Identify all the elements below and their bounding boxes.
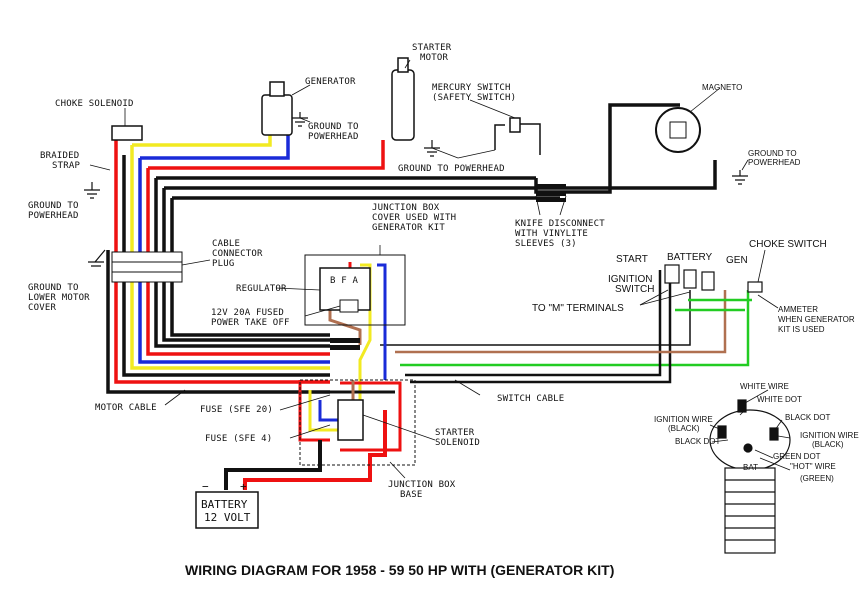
regulator-terminals-label: B F A: [330, 276, 358, 286]
fuse-20-label: FUSE (SFE 20): [200, 405, 273, 415]
knife-disconnect-sleeves: [330, 184, 566, 350]
switch-cable-label: SWITCH CABLE: [497, 394, 564, 404]
ground-powerhead-right-1: GROUND TO: [748, 149, 797, 158]
ignition-wire-black-label-2: (BLACK): [668, 424, 700, 433]
leader-lines: [89, 59, 791, 479]
cable-connector-label-3: PLUG: [212, 259, 234, 269]
generator: [261, 81, 293, 136]
ignition-switch-cluster: [664, 264, 763, 293]
ignition-wire-right-label-1: IGNITION WIRE: [800, 431, 859, 440]
white-wire-label: WHITE WIRE: [740, 382, 789, 391]
junction-cover-label-1: JUNCTION BOX: [372, 203, 440, 213]
ground-powerhead-gen-1: GROUND TO: [308, 122, 359, 132]
knife-disconnect-label-3: SLEEVES (3): [515, 239, 577, 249]
fused-takeoff-label-2: POWER TAKE OFF: [211, 318, 290, 328]
ground-lower-motor-2: LOWER MOTOR: [28, 293, 90, 303]
ammeter-label-3: KIT IS USED: [778, 325, 825, 334]
junction-cover-label-3: GENERATOR KIT: [372, 223, 445, 233]
mercury-switch-label-2: (SAFETY SWITCH): [432, 93, 516, 103]
hot-wire-label-1: "HOT" WIRE: [790, 462, 836, 471]
battery-label-2: 12 VOLT: [204, 511, 251, 524]
start-label: START: [616, 254, 648, 265]
hot-wire-label-2: (GREEN): [800, 474, 834, 483]
magneto: [655, 107, 701, 153]
upper-wire-runs: [114, 103, 717, 200]
choke-solenoid-label: CHOKE SOLENOID: [55, 99, 134, 109]
junction-base-label-2: BASE: [400, 490, 422, 500]
ignition-wire-black-label-1: IGNITION WIRE: [654, 415, 713, 424]
knife-disconnect-label-2: WITH VINYLITE: [515, 229, 588, 239]
white-dot-label: WHITE DOT: [757, 395, 802, 404]
braided-strap-label-1: BRAIDED: [40, 151, 79, 161]
starter-motor: [391, 57, 415, 141]
starter-solenoid-label-2: SOLENOID: [435, 438, 480, 448]
ground-powerhead-right-2: POWERHEAD: [748, 158, 801, 167]
green-dot-label: GREEN DOT: [773, 452, 821, 461]
junction-cover-label-2: COVER USED WITH: [372, 213, 456, 223]
battery-top-label: BATTERY: [667, 252, 713, 263]
starter-solenoid-body: [337, 399, 364, 441]
ignition-wire-right-label-2: (BLACK): [812, 440, 844, 449]
fuse-4-label: FUSE (SFE 4): [205, 434, 272, 444]
mercury-switch-label-1: MERCURY SWITCH: [432, 83, 511, 93]
ground-lower-motor-1: GROUND TO: [28, 283, 79, 293]
junction-base-label-1: JUNCTION BOX: [388, 480, 456, 490]
starter-solenoid-label-1: STARTER: [435, 428, 475, 438]
ignition-switch-label-2: SWITCH: [615, 284, 654, 295]
mercury-switch: [494, 117, 541, 155]
ground-powerhead-left-1: GROUND TO: [28, 201, 79, 211]
labels: CHOKE SOLENOID BRAIDED STRAP GROUND TO P…: [28, 43, 859, 578]
braided-strap-label-2: STRAP: [52, 161, 80, 171]
black-dot-label-2: BLACK DOT: [675, 437, 720, 446]
battery-minus-sign: −: [202, 480, 209, 493]
junction-box-cover: [304, 254, 406, 326]
junction-box-base: [299, 379, 416, 466]
regulator-label: REGULATOR: [236, 284, 287, 294]
starter-motor-label-2: MOTOR: [420, 53, 448, 63]
ground-powerhead-gen-2: POWERHEAD: [308, 132, 359, 142]
fused-takeoff-label-1: 12V 20A FUSED: [211, 308, 284, 318]
cable-connector-label-2: CONNECTOR: [212, 249, 263, 259]
starter-motor-label-1: STARTER: [412, 43, 452, 53]
bat-label: BAT: [743, 463, 758, 472]
choke-switch-label: CHOKE SWITCH: [749, 239, 827, 250]
battery-box: [195, 491, 259, 529]
diagram-title: WIRING DIAGRAM FOR 1958 - 59 50 HP WITH …: [185, 562, 614, 578]
fused-power-takeoff: [339, 299, 359, 313]
cable-connector-label-1: CABLE: [212, 239, 240, 249]
ignition-switch-label-1: IGNITION: [608, 274, 652, 285]
battery-cables: [224, 410, 387, 490]
ammeter-label-1: AMMETER: [778, 305, 818, 314]
motor-cable-label: MOTOR CABLE: [95, 403, 157, 413]
cable-connector-plug: [111, 251, 183, 283]
battery-label-1: BATTERY: [201, 498, 248, 511]
knife-disconnect-label-1: KNIFE DISCONNECT: [515, 219, 605, 229]
ground-powerhead-left-2: POWERHEAD: [28, 211, 79, 221]
generator-label: GENERATOR: [305, 77, 356, 87]
black-dot-label-1: BLACK DOT: [785, 413, 830, 422]
ground-lower-motor-3: COVER: [28, 303, 56, 313]
ground-powerhead-mid-label: GROUND TO POWERHEAD: [398, 164, 505, 174]
ammeter-label-2: WHEN GENERATOR: [778, 315, 855, 324]
ignition-switch-detail: [709, 399, 791, 554]
battery-plus-sign: +: [240, 480, 247, 493]
gen-label: GEN: [726, 255, 748, 266]
switch-cable: [380, 270, 752, 384]
choke-solenoid: [111, 125, 143, 141]
to-m-terminals-label: TO "M" TERMINALS: [532, 303, 624, 314]
magneto-label: MAGNETO: [702, 83, 742, 92]
